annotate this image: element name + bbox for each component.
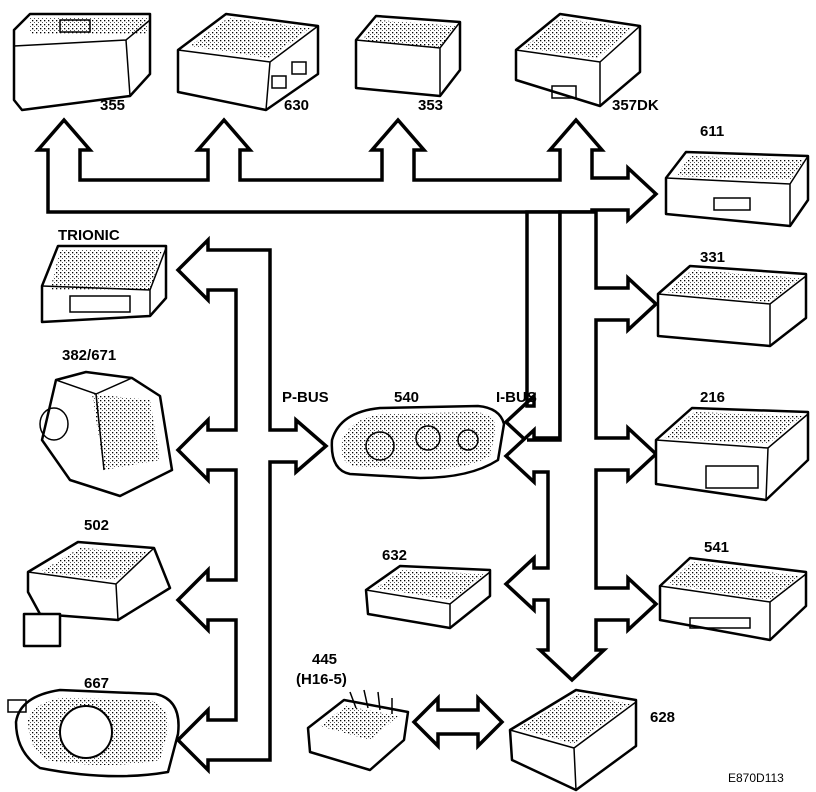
top-bus-arrows <box>34 117 659 225</box>
module-331-drawing <box>656 264 808 348</box>
label-502: 502 <box>84 517 109 534</box>
module-502-drawing <box>22 540 172 648</box>
module-trionic-drawing <box>40 244 168 324</box>
label-628: 628 <box>650 709 675 726</box>
label-331: 331 <box>700 249 725 266</box>
label-353: 353 <box>418 97 443 114</box>
label-630: 630 <box>284 97 309 114</box>
label-382-671: 382/671 <box>62 347 116 364</box>
label-355: 355 <box>100 97 125 114</box>
label-541: 541 <box>704 539 729 556</box>
figure-reference: E870D113 <box>728 771 784 785</box>
module-632-drawing <box>364 564 492 630</box>
i-bus-center-rail <box>503 210 659 683</box>
module-353-drawing <box>354 14 462 98</box>
p-bus-label: P-BUS <box>282 389 329 406</box>
label-trionic: TRIONIC <box>58 227 120 244</box>
module-628-drawing <box>508 688 638 792</box>
label-611: 611 <box>700 123 724 140</box>
module-611-drawing <box>664 150 810 228</box>
module-382-671-drawing <box>39 370 174 498</box>
module-667-drawing <box>7 688 180 778</box>
label-445-h16-5: (H16-5) <box>296 671 347 688</box>
module-357dk-drawing <box>514 12 642 108</box>
label-667: 667 <box>84 675 109 692</box>
label-632: 632 <box>382 547 407 564</box>
module-630-drawing <box>176 12 320 112</box>
label-445: 445 <box>312 651 337 668</box>
i-bus-left-rail <box>503 210 562 453</box>
i-bus-label: I-BUS <box>496 389 537 406</box>
module-355-drawing <box>12 12 152 112</box>
module-540-drawing <box>330 404 506 480</box>
p-bus-arrows <box>175 235 329 775</box>
module-541-drawing <box>658 556 808 642</box>
arrow-445-628 <box>411 693 505 751</box>
label-540: 540 <box>394 389 419 406</box>
module-216-drawing <box>654 406 810 502</box>
label-216: 216 <box>700 389 725 406</box>
label-357dk: 357DK <box>612 97 659 114</box>
module-445-drawing <box>306 689 410 772</box>
